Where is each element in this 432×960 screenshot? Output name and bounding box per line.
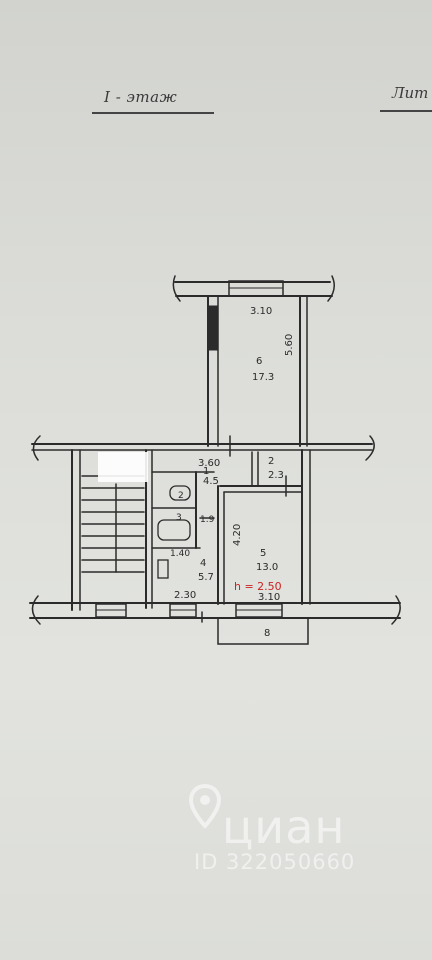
photo-glare <box>98 452 148 482</box>
wc-mark: 2 <box>178 491 184 501</box>
room6-area: 17.3 <box>252 372 274 383</box>
bath-mark: 3 <box>176 513 182 523</box>
room6-door <box>207 305 219 351</box>
corner-label-underline <box>380 110 432 112</box>
room4-number: 4 <box>200 558 206 569</box>
kitchen-stove <box>157 559 169 579</box>
wc-toilet <box>169 485 191 501</box>
watermark-listing-id: ID 322050660 <box>194 850 356 874</box>
dim-room6-length: 5.60 <box>284 334 295 356</box>
dim-kitchen-width: 2.30 <box>174 590 196 601</box>
dim-kitchen-niche: 1.40 <box>170 549 190 559</box>
dim-room5-width: 3.10 <box>258 592 280 603</box>
floor-label-underline <box>92 112 214 114</box>
balcony-wall <box>174 281 333 297</box>
room4-area: 5.7 <box>198 572 214 583</box>
stair-mark: 8 <box>264 628 270 639</box>
main-wall-break-marks <box>32 435 375 461</box>
dim-room6-width: 3.10 <box>250 306 272 317</box>
floor-label: I - этаж <box>104 88 178 106</box>
bathtub <box>157 519 191 541</box>
dim-hall-width: 3.60 <box>198 458 220 469</box>
balcony-break-marks <box>172 275 335 302</box>
dim-room5-length: 4.20 <box>232 524 243 546</box>
room5-number: 5 <box>260 548 266 559</box>
corner-label: Лит <box>392 84 429 102</box>
bottom-wall-break-marks <box>31 595 401 625</box>
location-pin-icon <box>188 784 222 829</box>
room6-number: 6 <box>256 356 262 367</box>
loggia <box>217 617 309 645</box>
watermark-brand: циан <box>222 800 346 854</box>
room5-area: 13.0 <box>256 562 278 573</box>
room3-area: 1.9 <box>200 515 215 525</box>
room1-area: 4.5 <box>203 476 219 487</box>
room2-area: 2.3 <box>268 470 284 481</box>
room1-number-label: 1 <box>203 466 209 477</box>
ceiling-height-note: h = 2.50 <box>234 580 282 593</box>
room2-number: 2 <box>268 456 274 467</box>
